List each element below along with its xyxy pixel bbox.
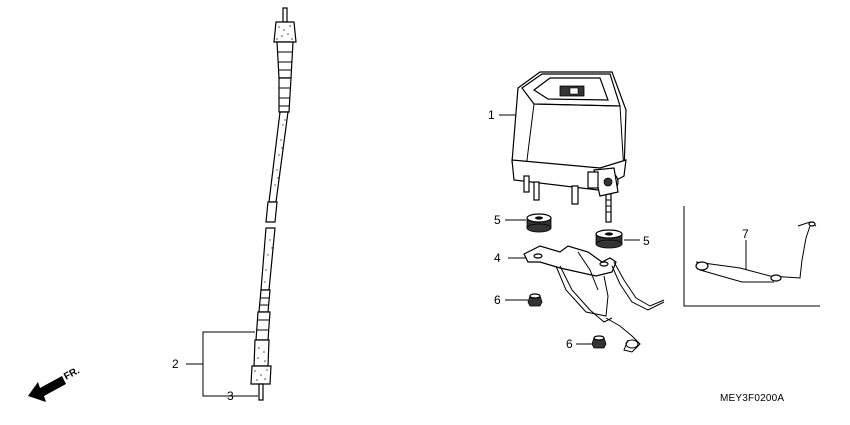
callout-7: 7 xyxy=(742,227,749,241)
callout-5-right: 5 xyxy=(643,234,650,248)
callout-3: 3 xyxy=(227,389,234,403)
arrow-icon xyxy=(28,376,66,402)
grommet-left xyxy=(526,213,552,233)
meter-bracket xyxy=(523,245,665,353)
callout-1: 1 xyxy=(488,108,495,122)
callout-5-left: 5 xyxy=(494,213,501,227)
meter-assembly xyxy=(511,71,627,223)
inset-box xyxy=(683,206,820,307)
leader-lines xyxy=(186,114,747,397)
meter-stay xyxy=(695,221,817,283)
front-direction-indicator: FR. xyxy=(28,365,82,402)
callout-6-left: 6 xyxy=(494,293,501,307)
nut-right xyxy=(591,335,607,349)
callout-2: 2 xyxy=(172,357,179,371)
direction-label: FR. xyxy=(62,365,82,382)
diagram-code: MEY3F0200A xyxy=(720,393,784,404)
callout-4: 4 xyxy=(494,251,501,265)
nut-left xyxy=(527,293,543,307)
speedometer-cable xyxy=(250,7,297,401)
grommet-right xyxy=(595,229,623,249)
callout-6-right: 6 xyxy=(566,337,573,351)
